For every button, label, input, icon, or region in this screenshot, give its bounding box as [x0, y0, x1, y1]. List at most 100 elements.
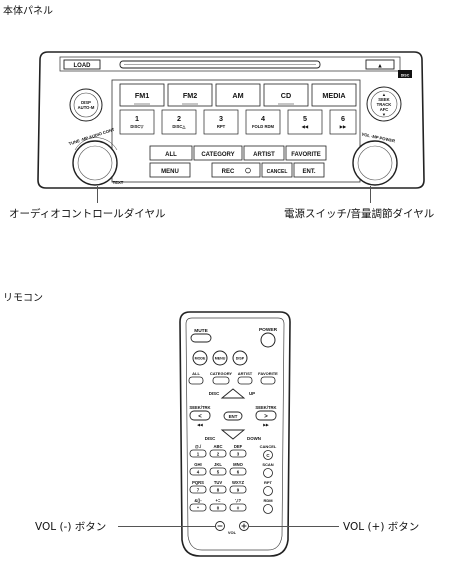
power-volume-dial[interactable] — [352, 140, 398, 186]
remote-rdm-button[interactable] — [263, 504, 273, 514]
svg-text:DISC: DISC — [209, 391, 220, 396]
artist-button[interactable] — [243, 145, 285, 161]
svg-text:CANCEL: CANCEL — [267, 169, 288, 175]
browse-buttons: ALL CATEGORY ARTIST FAVORITE — [149, 145, 327, 161]
remote-key-0[interactable] — [209, 503, 227, 512]
remote-key-hash[interactable] — [229, 503, 247, 512]
preset-5-button[interactable] — [287, 109, 323, 135]
svg-text:',!?: ',!? — [235, 498, 242, 503]
svg-text:ABC: ABC — [213, 444, 222, 449]
remote-key-6[interactable] — [229, 467, 247, 476]
remote-key-4[interactable] — [189, 467, 207, 476]
svg-text:MNO: MNO — [233, 462, 244, 467]
svg-text:CATEGORY: CATEGORY — [201, 152, 234, 158]
disp-knob[interactable] — [69, 88, 103, 122]
media-button[interactable] — [311, 83, 357, 107]
all-button[interactable] — [149, 145, 193, 161]
preset-2-button[interactable] — [161, 109, 197, 135]
remote-disp-button[interactable] — [232, 350, 248, 366]
audio-control-dial[interactable] — [72, 140, 118, 186]
svg-text:1: 1 — [197, 452, 200, 457]
rec-button[interactable] — [211, 162, 261, 178]
remote-key-3[interactable] — [229, 449, 247, 458]
svg-text:MENU: MENU — [215, 357, 226, 361]
svg-text:◀◀: ◀◀ — [301, 124, 309, 129]
category-button[interactable] — [193, 145, 243, 161]
seek-up-icon: ▲ — [382, 92, 386, 97]
eject-button[interactable] — [365, 59, 395, 70]
remote-menu-button[interactable] — [212, 350, 228, 366]
svg-text:9: 9 — [237, 488, 240, 493]
svg-text:FAVORITE: FAVORITE — [258, 371, 278, 376]
remote-key-2[interactable] — [209, 449, 227, 458]
svg-text:MEDIA: MEDIA — [322, 91, 345, 100]
remote-disc-up-icon[interactable] — [220, 388, 246, 399]
remote-seek-back-button[interactable] — [189, 410, 211, 421]
svg-text:PQRS: PQRS — [192, 480, 204, 485]
remote-ent-button[interactable] — [223, 411, 243, 421]
preset-buttons: 1 2 3 4 5 6 DISC▽ DISC△ RPT FOLD RDM ◀◀ … — [119, 109, 357, 135]
remote-mode-button[interactable] — [192, 350, 208, 366]
svg-text:DISC: DISC — [401, 73, 410, 77]
am-button[interactable] — [215, 83, 261, 107]
preset-4-button[interactable] — [245, 109, 281, 135]
svg-text:ARTIST: ARTIST — [238, 371, 253, 376]
svg-text:2: 2 — [177, 114, 181, 123]
remote-key-star[interactable] — [189, 503, 207, 512]
svg-text:MUTE: MUTE — [194, 328, 208, 334]
svg-text:3: 3 — [237, 452, 240, 457]
remote-seek-forward-button[interactable] — [255, 410, 277, 421]
ent-button[interactable] — [293, 162, 325, 178]
remote-scan-button[interactable] — [263, 468, 273, 478]
remote-power-button[interactable] — [260, 332, 276, 348]
load-label: LOAD — [74, 63, 92, 69]
seek-track-knob[interactable] — [366, 86, 402, 122]
svg-text:ALL: ALL — [165, 152, 177, 158]
rec-indicator-icon — [245, 167, 251, 174]
svg-text:UP: UP — [249, 391, 255, 396]
svg-text:TUV: TUV — [214, 480, 223, 485]
seek-down-icon: ▼ — [382, 112, 386, 117]
svg-text:4: 4 — [197, 470, 200, 475]
load-button[interactable] — [63, 59, 101, 70]
cancel-button[interactable] — [261, 162, 293, 178]
svg-text:0: 0 — [217, 506, 220, 511]
bottom-row-buttons: MENU REC CANCEL ENT. — [149, 162, 325, 178]
svg-text:&()-: &()- — [194, 498, 202, 503]
remote-mute-button[interactable] — [190, 333, 212, 343]
svg-text:MODE: MODE — [195, 357, 206, 361]
svg-text:DISP: DISP — [236, 357, 245, 361]
remote-key-9[interactable] — [229, 485, 247, 494]
preset-3-button[interactable] — [203, 109, 239, 135]
svg-text:MENU: MENU — [161, 169, 179, 175]
svg-text:*: * — [197, 506, 199, 511]
remote-favorite-button[interactable] — [260, 376, 276, 385]
fm2-button[interactable] — [167, 83, 213, 107]
svg-text:DISP: DISP — [81, 100, 91, 105]
svg-text:FM1: FM1 — [135, 91, 149, 100]
svg-text:AUTO-M: AUTO-M — [78, 105, 95, 110]
fm1-button[interactable] — [119, 83, 165, 107]
preset-6-button[interactable] — [329, 109, 357, 135]
source-buttons: FM1 FM2 AM CD MEDIA — [119, 83, 357, 107]
remote-rpt-button[interactable] — [263, 486, 273, 496]
svg-text:AFC: AFC — [380, 107, 389, 112]
cd-button[interactable] — [263, 83, 309, 107]
remote-key-8[interactable] — [209, 485, 227, 494]
rewind-icon: ◀◀ — [196, 423, 204, 427]
remote-artist-button[interactable] — [237, 376, 253, 385]
svg-text:2: 2 — [217, 452, 220, 457]
remote-category-button[interactable] — [212, 376, 230, 385]
remote-cancel-button[interactable] — [263, 450, 273, 460]
main-unit-panel: LOAD ▲ DISC FM1 FM2 AM CD MEDIA 1 2 3 4 … — [37, 51, 425, 189]
remote-all-button[interactable] — [188, 376, 204, 385]
remote-disc-down-icon[interactable] — [220, 429, 246, 440]
remote-key-7[interactable] — [189, 485, 207, 494]
preset-1-button[interactable] — [119, 109, 155, 135]
remote-key-5[interactable] — [209, 467, 227, 476]
favorite-button[interactable] — [285, 145, 327, 161]
svg-text:#: # — [237, 506, 240, 511]
menu-button[interactable] — [149, 162, 191, 178]
svg-text:6: 6 — [237, 470, 240, 475]
remote-key-1[interactable] — [189, 449, 207, 458]
